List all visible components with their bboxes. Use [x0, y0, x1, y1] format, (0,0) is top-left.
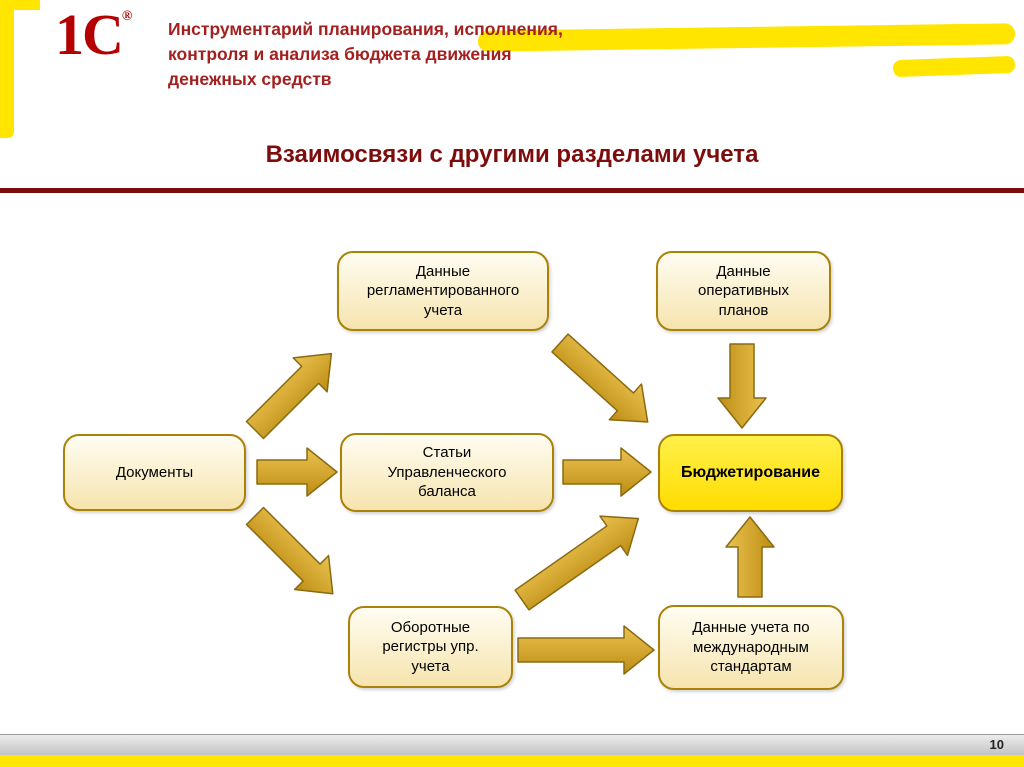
- yellow-highlight-stroke: [0, 0, 14, 138]
- red-divider-line: [0, 188, 1024, 193]
- yellow-highlight-stroke: [0, 0, 40, 10]
- footer-bar: [0, 734, 1024, 755]
- arrow-oper-to-budget: [717, 343, 767, 429]
- node-ifrs-accounting-data: Данные учета по международным стандартам: [658, 605, 844, 690]
- footer-yellow-strip: [0, 755, 1024, 767]
- 1c-logo: 1С®: [55, 6, 132, 64]
- arrow-ifrs-to-budget: [725, 516, 775, 598]
- arrow-regl-to-budget: [551, 333, 649, 423]
- node-operational-plans-data: Данные оперативных планов: [656, 251, 831, 331]
- arrow-turnover-to-ifrs: [517, 625, 655, 675]
- page-number: 10: [989, 737, 1004, 752]
- node-regulated-accounting-data: Данные регламентированного учета: [337, 251, 549, 331]
- arrow-balance-to-budget: [562, 447, 652, 497]
- header-title: Инструментарий планирования, исполнения,…: [168, 19, 563, 89]
- arrow-docs-to-regl: [245, 352, 333, 440]
- node-documents: Документы: [63, 434, 246, 511]
- node-turnover-registers: Оборотные регистры упр. учета: [348, 606, 513, 688]
- slide-title: Взаимосвязи с другими разделами учета: [265, 141, 759, 168]
- arrow-docs-to-turnover: [245, 506, 334, 595]
- arrow-turnover-to-budget: [514, 515, 640, 611]
- arrow-docs-to-balance: [256, 447, 338, 497]
- node-budgeting: Бюджетирование: [658, 434, 843, 512]
- node-management-balance-items: Статьи Управленческого баланса: [340, 433, 554, 512]
- registered-mark: ®: [121, 9, 133, 24]
- 1c-logo-text: 1С: [55, 2, 124, 67]
